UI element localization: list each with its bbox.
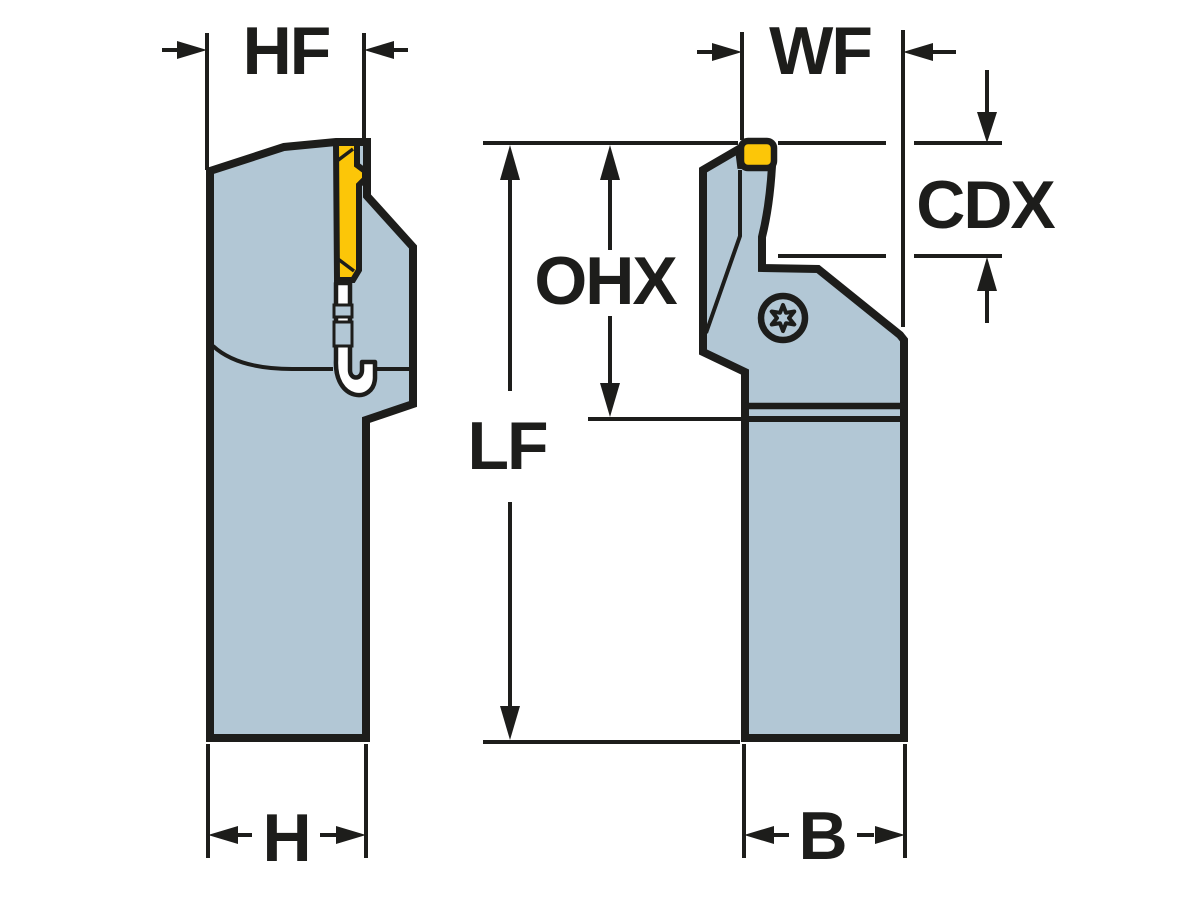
ohx-arrow-up	[600, 145, 620, 180]
ohx-arrow-down	[600, 383, 620, 417]
wf-arrow-right	[903, 43, 933, 61]
dimension-h	[206, 744, 368, 858]
side-view-insert	[332, 140, 368, 283]
cdx-arrow-up	[977, 257, 997, 291]
dimension-label-lf: LF	[467, 408, 548, 484]
hf-arrow-right	[364, 41, 394, 59]
cdx-arrow-down	[977, 112, 997, 143]
dimension-label-h: H	[262, 800, 311, 876]
lf-arrow-down	[500, 706, 520, 740]
b-arrow-right	[875, 826, 905, 844]
dimension-ohx	[588, 145, 744, 421]
side-view-seam-arc	[211, 344, 333, 371]
dimension-label-cdx: CDX	[916, 167, 1056, 243]
front-view-insert	[737, 137, 778, 172]
side-view	[206, 138, 417, 742]
slot-bridge-upper	[332, 303, 354, 319]
front-view-blade-edge	[704, 170, 742, 334]
b-arrow-left	[744, 826, 774, 844]
front-view	[699, 137, 908, 742]
dimension-lf	[483, 145, 740, 744]
dimension-hf	[162, 33, 408, 170]
dimension-b	[742, 744, 907, 858]
h-arrow-left	[208, 826, 238, 844]
insert-bottom-notch	[336, 257, 356, 273]
h-arrow-right	[336, 826, 366, 844]
torx-screw-star	[769, 303, 797, 333]
torx-screw-icon	[757, 292, 809, 344]
dimension-wf	[697, 30, 956, 327]
hf-arrow-left	[177, 41, 207, 59]
lf-arrow-up	[500, 145, 520, 180]
dimension-label-wf: WF	[769, 13, 873, 89]
front-view-body	[699, 142, 908, 742]
side-view-body	[206, 138, 417, 742]
insert-top-notch	[335, 147, 355, 163]
wf-arrow-left	[712, 43, 742, 61]
slot-bridge-lower	[332, 320, 354, 348]
dimension-label-b: B	[798, 798, 847, 874]
dimension-label-hf: HF	[242, 13, 332, 89]
dimension-lines	[162, 30, 1002, 858]
dimension-cdx	[778, 70, 1002, 323]
dimension-label-ohx: OHX	[534, 243, 677, 319]
